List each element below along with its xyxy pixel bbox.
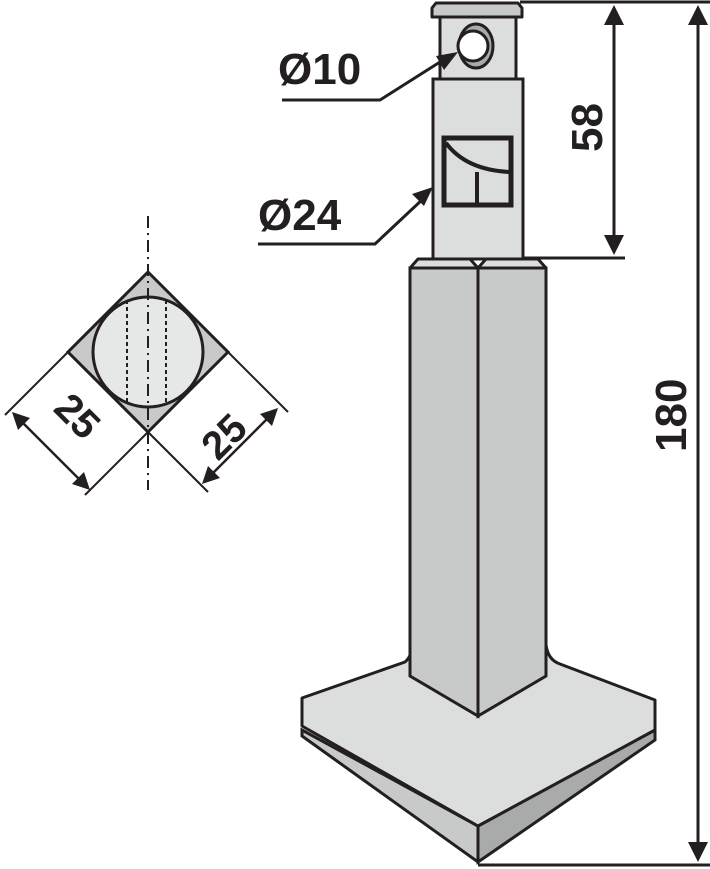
dimension-annotations: Ø10 Ø24 58 180 — [258, 0, 710, 867]
extension-line — [84, 431, 149, 496]
dim-label-shaft-length: 58 — [563, 103, 612, 152]
dim-label-square-left: 25 — [46, 385, 109, 448]
arrowhead-icon — [12, 412, 30, 430]
logo-icon — [441, 135, 514, 208]
arrowhead-icon — [604, 5, 624, 25]
dimension-line-left — [17, 417, 85, 485]
dimension-line-right — [207, 413, 273, 479]
dim-label-square-right: 25 — [193, 406, 256, 469]
leader-line-shaft — [258, 196, 426, 246]
shaft-right-face — [476, 266, 548, 719]
extension-line — [147, 431, 209, 493]
arrowhead-icon — [260, 408, 278, 426]
leader-line-pin-hole — [282, 60, 441, 102]
dim-label-pin-hole: Ø10 — [278, 45, 361, 94]
arrowhead-icon — [202, 466, 220, 484]
pin-cap — [430, 1, 524, 19]
arrowhead-icon — [604, 235, 624, 255]
dim-label-total-length: 180 — [647, 379, 696, 452]
extension-line — [4, 351, 69, 416]
arrowhead-icon — [412, 187, 433, 206]
arrowhead-icon — [688, 5, 708, 25]
dim-label-shaft-diameter: Ø24 — [258, 191, 342, 240]
extension-line — [227, 351, 289, 413]
cross-section-view: 25 25 — [4, 216, 289, 496]
side-view — [300, 1, 657, 865]
pin-hole — [456, 29, 490, 63]
arrowhead-icon — [72, 472, 90, 490]
arrowhead-icon — [688, 842, 708, 862]
shaft-left-face — [408, 266, 480, 719]
arrowhead-icon — [436, 52, 458, 70]
